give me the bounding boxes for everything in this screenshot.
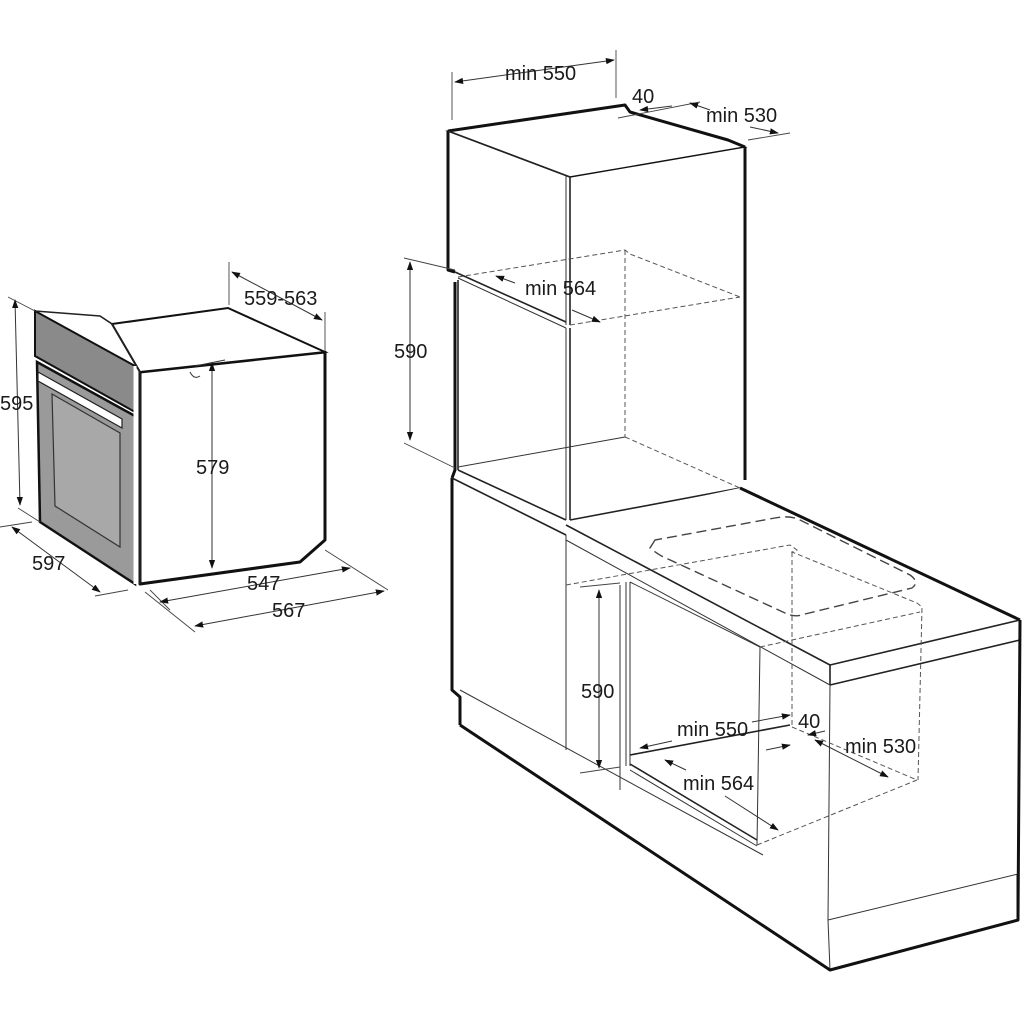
oven-width-label: 597 bbox=[32, 553, 65, 575]
tall-cabinet-niche-depth-label: min 564 bbox=[525, 278, 596, 300]
base-gap-label: 40 bbox=[798, 711, 820, 733]
base-depth-label: min 530 bbox=[845, 736, 916, 758]
tall-cabinet-gap-label: 40 bbox=[632, 86, 654, 108]
tall-cabinet-niche-height-label: 590 bbox=[394, 341, 427, 363]
base-niche-depth-label: min 564 bbox=[683, 773, 754, 795]
oven-height-label: 595 bbox=[0, 393, 33, 415]
base-cabinet-dimensions bbox=[579, 582, 889, 831]
oven-handle bbox=[37, 370, 123, 430]
tall-cabinet-depth-label: min 530 bbox=[706, 105, 777, 127]
oven-body-depth-label: 547 bbox=[247, 573, 280, 595]
tall-cabinet-dimensions bbox=[403, 50, 791, 469]
tall-cabinet-width-label: min 550 bbox=[505, 63, 576, 85]
oven-window bbox=[51, 392, 121, 549]
oven-body-height-label: 579 bbox=[196, 457, 229, 479]
base-width-label: min 550 bbox=[677, 719, 748, 741]
base-cabinet bbox=[450, 477, 1022, 972]
oven-total-depth-label: 567 bbox=[272, 600, 305, 622]
oven-body-side bbox=[138, 350, 327, 586]
oven-dimensions bbox=[0, 262, 389, 633]
oven-depth-top-label: 559-563 bbox=[244, 288, 317, 310]
tall-cabinet bbox=[445, 103, 748, 521]
oven-appliance bbox=[34, 306, 329, 587]
base-niche-height-label: 590 bbox=[581, 681, 614, 703]
